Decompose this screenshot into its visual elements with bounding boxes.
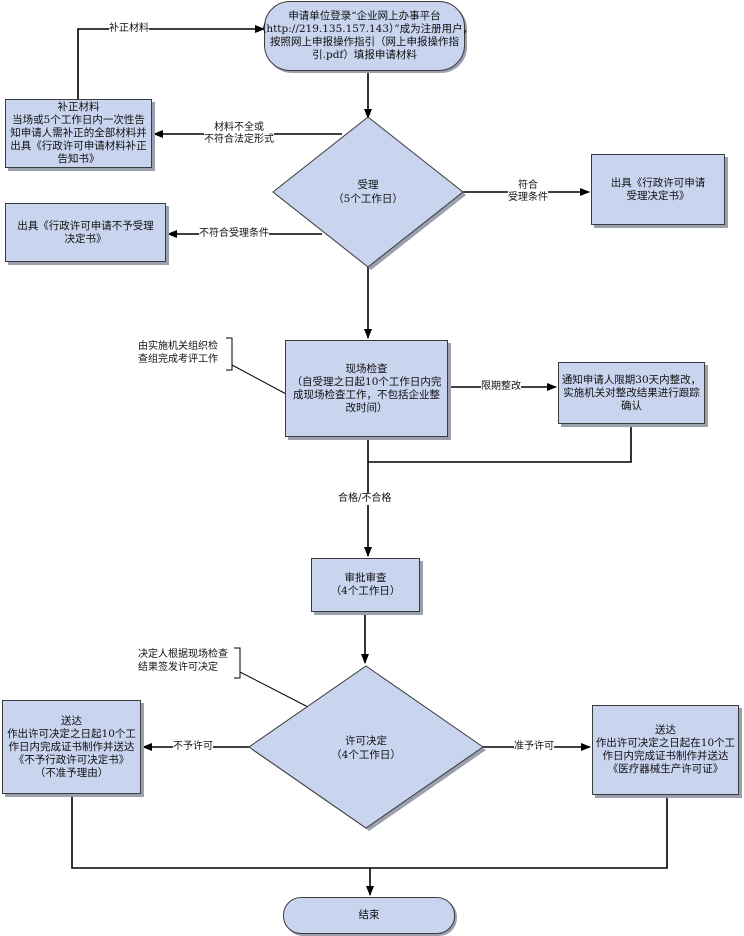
inspection-line-1: 现场检查 bbox=[345, 362, 388, 375]
start-line-1: 申请单位登录“企业网上办事平台 bbox=[288, 10, 441, 22]
supplement-line-4: 出具《行政许可申请材料补正 bbox=[10, 140, 147, 152]
accept-line-2: （5个工作日） bbox=[333, 193, 403, 205]
edge-supplement-back bbox=[77, 25, 265, 99]
note-decision: 决定人根据现场检查 结果签发许可决定 bbox=[138, 648, 228, 674]
note-leader-inspection bbox=[231, 364, 289, 396]
accept-line-1: 受理 bbox=[357, 179, 379, 191]
note-bracket-decision bbox=[234, 647, 241, 679]
start-node: 申请单位登录“企业网上办事平台 （http://219.135.157.143）… bbox=[256, 1, 473, 71]
deliver-grant-line-4: 《医疗器械生产许可证》 bbox=[607, 763, 724, 775]
accept-decision-line-1: 出具《行政许可申请 bbox=[610, 176, 706, 189]
inspection-line-4: 改时间） bbox=[345, 401, 388, 414]
end-node: 结束 bbox=[283, 897, 455, 934]
note-inspection: 由实施机关组织检 查组完成考评工作 bbox=[138, 340, 218, 366]
reject-line-2: 决定书》 bbox=[64, 232, 107, 245]
start-line-2: （http://219.135.157.143）”成为注册用户， bbox=[255, 23, 474, 35]
deliver-grant-line-3: 作日内完成证书制作并送达 bbox=[602, 750, 729, 762]
rectify-node: 通知申请人限期30天内整改， 实施机关对整改结果进行跟踪 确认 bbox=[558, 362, 705, 424]
supplement-line-1: 补正材料 bbox=[57, 101, 100, 113]
supplement-node: 补正材料 当场或5个工作日内一次性告 知申请人需补正的全部材料并 出具《行政许可… bbox=[5, 99, 152, 168]
label-rectify-period: 限期整改 bbox=[481, 381, 521, 393]
approval-line-2: （4个工作日） bbox=[330, 585, 401, 597]
approval-node: 审批审查 （4个工作日） bbox=[311, 558, 420, 612]
rectify-line-2: 实施机关对整改结果进行跟踪 bbox=[563, 386, 700, 399]
supplement-line-2: 当场或5个工作日内一次性告 bbox=[12, 114, 145, 126]
deliver-grant-node: 送达 作出许可决定之日起在10个工 作日内完成证书制作并送达 《医疗器械生产许可… bbox=[592, 705, 739, 795]
label-not-meets: 不符合受理条件 bbox=[199, 228, 269, 240]
label-incomplete-line-2: 不符合法定形式 bbox=[204, 134, 274, 145]
inspection-line-2: （自受理之日起10个工作日内完 bbox=[291, 375, 442, 388]
edge-grant-to-end bbox=[370, 796, 668, 869]
deliver-deny-line-1: 送达 bbox=[61, 714, 82, 727]
note-decision-line-1: 决定人根据现场检查 bbox=[138, 649, 228, 660]
label-grant: 准予许可 bbox=[514, 741, 554, 753]
label-meets-line-1: 符合 bbox=[518, 180, 538, 191]
permit-diamond bbox=[248, 665, 484, 829]
inspection-line-3: 成现场检查工作，不包括企业整 bbox=[293, 388, 440, 401]
supplement-line-3: 知申请人需补正的全部材料并 bbox=[10, 127, 147, 139]
label-incomplete: 材料不全或 不符合法定形式 bbox=[204, 122, 274, 146]
deliver-grant-line-1: 送达 bbox=[655, 724, 676, 736]
label-pass-fail: 合格/不合格 bbox=[338, 493, 392, 505]
note-inspection-line-2: 查组完成考评工作 bbox=[138, 354, 218, 365]
approval-line-1: 审批审查 bbox=[344, 572, 387, 584]
start-line-3: 按照网上申报操作指引（网上申报操作指 bbox=[270, 36, 459, 48]
start-line-4: 引.pdf）填报申请材料 bbox=[312, 49, 417, 61]
note-leader-decision bbox=[239, 671, 309, 708]
permit-line-1: 许可决定 bbox=[345, 735, 387, 747]
rectify-line-1: 通知申请人限期30天内整改， bbox=[561, 373, 702, 386]
supplement-line-5: 告知书》 bbox=[57, 153, 100, 165]
deliver-deny-line-4: 《不予行政许可决定书》 bbox=[13, 753, 130, 766]
end-label: 结束 bbox=[358, 909, 380, 921]
permit-line-2: （4个工作日） bbox=[331, 749, 401, 761]
note-decision-line-2: 结果签发许可决定 bbox=[138, 662, 218, 673]
edge-deny-to-end bbox=[71, 795, 370, 869]
accept-text: 受理 （5个工作日） bbox=[308, 174, 428, 210]
deliver-deny-line-3: 作日内完成证书制作并送达 bbox=[8, 740, 135, 753]
rectify-line-3: 确认 bbox=[621, 399, 642, 412]
deliver-deny-line-5: （不准予理由） bbox=[34, 766, 109, 779]
permit-text: 许可决定 （4个工作日） bbox=[306, 730, 426, 766]
deliver-deny-node: 送达 作出许可决定之日起10个工 作日内完成证书制作并送达 《不予行政许可决定书… bbox=[2, 700, 141, 794]
label-deny: 不予许可 bbox=[173, 741, 213, 753]
label-incomplete-line-1: 材料不全或 bbox=[214, 122, 264, 133]
deliver-deny-line-2: 作出许可决定之日起10个工 bbox=[7, 727, 136, 740]
note-inspection-line-1: 由实施机关组织检 bbox=[138, 341, 218, 352]
reject-node: 出具《行政许可申请不予受理 决定书》 bbox=[5, 203, 166, 262]
reject-line-1: 出具《行政许可申请不予受理 bbox=[17, 219, 154, 232]
deliver-grant-line-2: 作出许可决定之日起在10个工 bbox=[595, 737, 736, 749]
edge-rectify-return bbox=[368, 424, 632, 463]
accept-decision-node: 出具《行政许可申请 受理决定书》 bbox=[591, 154, 725, 225]
label-meets-line-2: 受理条件 bbox=[508, 192, 548, 203]
accept-decision-line-2: 受理决定书》 bbox=[626, 189, 690, 202]
inspection-node: 现场检查 （自受理之日起10个工作日内完 成现场检查工作，不包括企业整 改时间） bbox=[285, 340, 448, 437]
label-meets: 符合 受理条件 bbox=[508, 180, 548, 204]
label-supplement-back: 补正材料 bbox=[109, 23, 149, 35]
note-bracket-inspection bbox=[226, 337, 233, 371]
accept-diamond bbox=[272, 116, 464, 268]
